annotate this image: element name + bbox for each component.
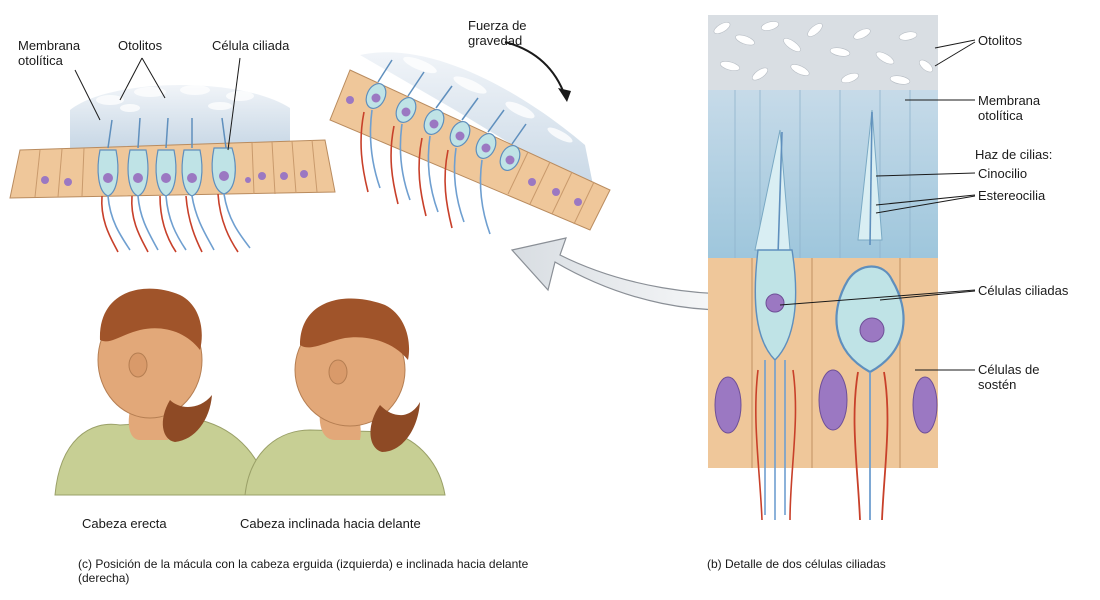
nerve-fibers-tilted [360,109,491,235]
caption-panel-b: (b) Detalle de dos células ciliadas [707,557,886,571]
support-cell-borders [751,258,901,468]
label-celula-ciliada-left: Célula ciliada [212,38,290,53]
macula-upright [9,84,336,253]
label-celulas-ciliadas: Células ciliadas [978,283,1069,298]
label-cabeza-inclinada: Cabeza inclinada hacia delante [240,516,421,531]
head-inclined [244,298,446,496]
gravity-arrowhead [558,88,571,102]
hair-cell-2 [835,109,905,521]
detail-panel [708,15,938,525]
support-epithelium [708,258,938,468]
otolith-crystals [713,21,933,85]
head-erect [54,288,271,496]
hair-cells-left [97,117,236,197]
label-fuerza-gravedad: Fuerza de gravedad [468,18,527,48]
gravity-arrow [504,41,566,97]
leader-lines [74,39,976,371]
otoliths-left [96,85,254,112]
support-nuclei-tilted [346,96,582,206]
label-otolitos-right: Otolitos [978,33,1023,48]
support-nuclei-left [41,170,308,186]
epithelium-cell-lines-left [34,139,318,198]
label-cinocilio: Cinocilio [978,166,1028,181]
macula-tilted [329,41,611,235]
label-membrana-otolitica-right: Membrana otolítica [978,93,1041,123]
label-estereocilia: Estereocilia [978,188,1046,203]
caption-panel-c: (c) Posición de la mácula con la cabeza … [78,557,529,585]
hair-cells-tilted [365,59,527,171]
otolithic-membrane-left [70,84,290,150]
nerve-fibers-left [101,193,251,253]
hair-cell-1 [754,129,797,521]
support-cell-nuclei [714,369,938,434]
label-otolitos-left: Otolitos [118,38,163,53]
otoliths-tilted [403,56,573,143]
label-cabeza-erecta: Cabeza erecta [82,516,167,531]
gel-column [708,88,938,258]
label-celulas-sosten: Células de sostén [978,362,1040,392]
label-membrana-otolitica-left: Membrana otolítica [18,38,81,68]
epithelium-cell-lines-tilted [507,151,595,225]
label-haz-de-cilias: Haz de cilias: [975,147,1053,162]
